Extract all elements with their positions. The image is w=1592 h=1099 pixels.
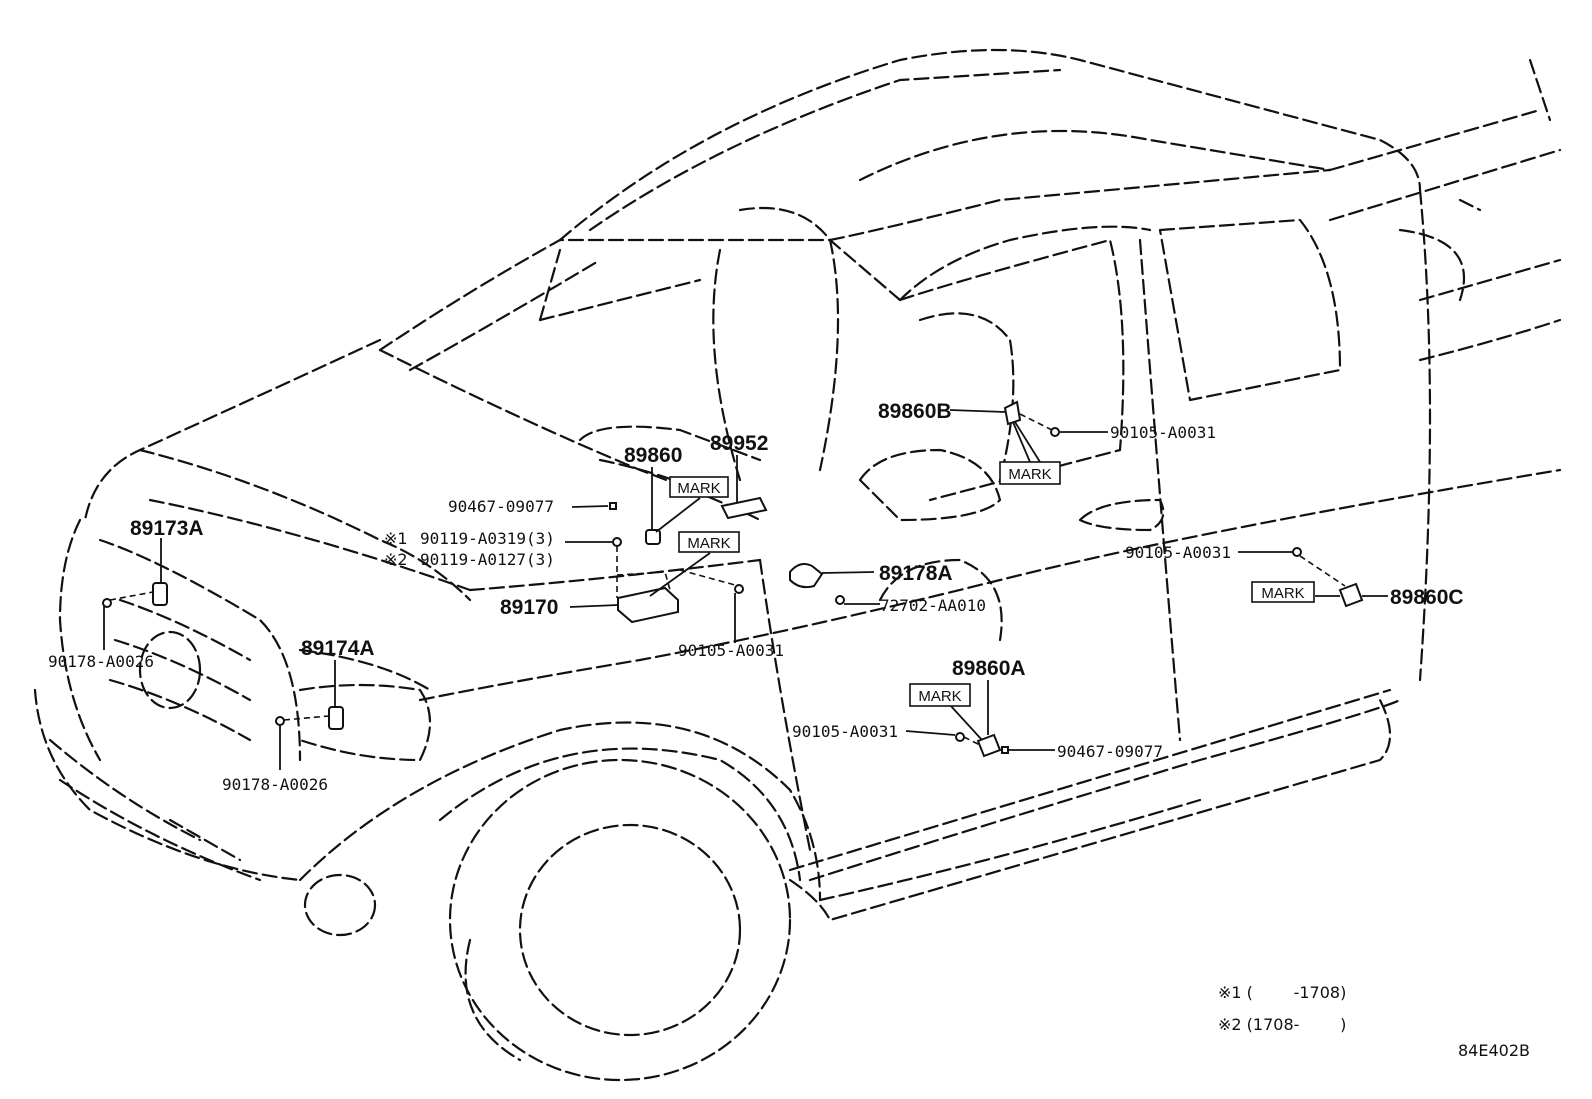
- diagram-reference-code: 84E402B: [1458, 1041, 1530, 1060]
- airbag-ecu-89170: [617, 586, 679, 624]
- sensor-89860C: [1338, 582, 1364, 608]
- footnote-1: ※1 ( -1708): [1218, 983, 1346, 1002]
- bolt-90105-upper-right: [1050, 427, 1060, 437]
- mark-box-89860A: MARK: [909, 683, 971, 707]
- label-90119-b[interactable]: 90119-A0127(3): [420, 550, 555, 569]
- mark-box-89860: MARK: [669, 476, 729, 498]
- bolt-90119: [612, 537, 622, 547]
- leader-lines: [103, 409, 1388, 770]
- label-89173A[interactable]: 89173A: [130, 517, 204, 540]
- label-89170[interactable]: 89170: [500, 596, 558, 619]
- sensor-89860A: [976, 733, 1002, 758]
- screw-90467-lower: [1001, 746, 1009, 754]
- label-72702[interactable]: 72702-AA010: [880, 596, 986, 615]
- label-90178-lower[interactable]: 90178-A0026: [222, 775, 328, 794]
- footnotes: ※1 ( -1708) ※2 (1708- ) 84E402B: [1218, 983, 1530, 1060]
- label-89860B[interactable]: 89860B: [878, 400, 952, 423]
- label-89174A[interactable]: 89174A: [301, 637, 375, 660]
- mark-box-89170: MARK: [678, 531, 740, 553]
- label-89860C[interactable]: 89860C: [1390, 586, 1464, 609]
- part-labels: 89173A 89174A 89860 89952 89170 89178A 8…: [48, 400, 1464, 794]
- mark-label: MARK: [1261, 585, 1304, 602]
- bolt-72702: [835, 595, 845, 605]
- mark-label: MARK: [1008, 466, 1051, 483]
- mark-label: MARK: [687, 535, 730, 552]
- note-marker-1: ※1: [384, 529, 408, 548]
- bolt-90178-left: [102, 598, 112, 608]
- bolt-90178-lower: [275, 716, 285, 726]
- mark-box-89860C: MARK: [1251, 581, 1315, 603]
- footnote-2: ※2 (1708- ): [1218, 1015, 1346, 1034]
- label-90467-upper[interactable]: 90467-09077: [448, 497, 554, 516]
- label-89952[interactable]: 89952: [710, 432, 768, 455]
- label-90467-lower[interactable]: 90467-09077: [1057, 742, 1163, 761]
- label-90105-lower[interactable]: 90105-A0031: [792, 722, 898, 741]
- sensor-89860B: [1003, 400, 1022, 426]
- label-90119-a[interactable]: 90119-A0319(3): [420, 529, 555, 548]
- label-89860A[interactable]: 89860A: [952, 657, 1026, 680]
- label-90105-center[interactable]: 90105-A0031: [678, 641, 784, 660]
- bolt-90105-lower: [955, 732, 965, 742]
- screw-90467-upper: [609, 502, 617, 510]
- label-90105-upper-right[interactable]: 90105-A0031: [1110, 423, 1216, 442]
- label-89178A[interactable]: 89178A: [879, 562, 953, 585]
- front-sensor-89174A: [328, 706, 344, 730]
- note-marker-2: ※2: [384, 550, 408, 569]
- vehicle-body-outline: [33, 48, 1562, 1082]
- mark-callouts: MARK MARK MARK MARK MARK: [669, 461, 1315, 707]
- label-89860[interactable]: 89860: [624, 444, 682, 467]
- mark-label: MARK: [677, 480, 720, 497]
- mark-label: MARK: [918, 688, 961, 705]
- label-90178-left[interactable]: 90178-A0026: [48, 652, 154, 671]
- label-90105-right[interactable]: 90105-A0031: [1125, 543, 1231, 562]
- front-sensor-89173A: [152, 582, 168, 606]
- bolt-90105-right: [1292, 547, 1302, 557]
- module-89952: [720, 496, 768, 520]
- sensor-89178A: [789, 563, 824, 589]
- components: [102, 400, 1364, 758]
- mark-box-89860B: MARK: [999, 461, 1061, 485]
- bolt-90105-center: [734, 584, 744, 594]
- sensor-89860: [645, 529, 661, 545]
